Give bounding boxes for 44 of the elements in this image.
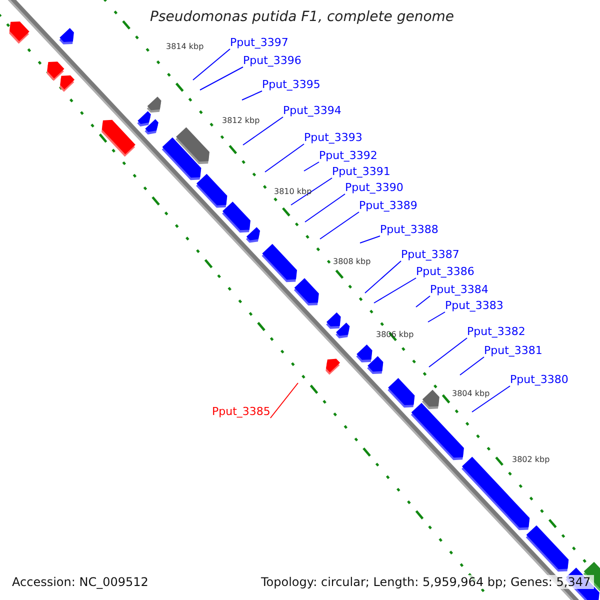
gene-label: Pput_3395 [262, 78, 320, 91]
tick-label: 3812 kbp [222, 117, 260, 125]
tick-label: 3802 kbp [512, 456, 550, 464]
gene-label: Pput_3390 [345, 181, 404, 194]
gene-label: Pput_3394 [283, 104, 342, 117]
leader-line [242, 116, 284, 146]
gene-label: Pput_3393 [304, 131, 362, 144]
gene-label: Pput_3381 [484, 344, 542, 357]
leader-line [416, 296, 430, 308]
gene-label: Pput_3392 [319, 149, 378, 162]
gene-label: Pput_3391 [332, 165, 390, 178]
genome-stats-text: Topology: circular; Length: 5,959,964 bp; Genes: 5,347 [258, 575, 594, 589]
gene-label: Pput_3383 [445, 299, 504, 312]
leader-line [290, 178, 332, 206]
leader-line [200, 66, 244, 90]
leader-line [374, 278, 416, 304]
gene-label: Pput_3387 [401, 248, 460, 261]
gene-label: Pput_3384 [430, 283, 488, 296]
gene-label: Pput_3385 [212, 405, 270, 418]
leader-line [360, 236, 380, 244]
gene-label: Pput_3397 [230, 36, 288, 49]
leader-line [428, 312, 446, 322]
leader-line [472, 386, 510, 412]
leader-line [264, 144, 304, 172]
gene-label: Pput_3389 [359, 199, 418, 212]
title: Pseudomonas putida F1, complete genome [150, 10, 454, 24]
gene-label: Pput_3396 [243, 54, 302, 67]
leader-line [270, 382, 298, 418]
gene-label: Pput_3386 [416, 265, 474, 278]
leader-line [304, 194, 346, 222]
gene-label: Pput_3388 [380, 223, 438, 236]
gene-label: Pput_3380 [510, 373, 568, 386]
tick-label: 3814 kbp [166, 43, 204, 51]
leader-line [428, 338, 468, 368]
leader-line [320, 212, 360, 240]
tick-label: 3808 kbp [333, 258, 371, 266]
gene-label: Pput_3382 [467, 325, 526, 338]
tick-label: 3804 kbp [452, 390, 490, 398]
leader-line [242, 90, 262, 100]
tick-label: 3810 kbp [274, 188, 312, 196]
leader-line [364, 260, 402, 294]
leader-line [304, 162, 320, 172]
leader-line [192, 48, 230, 80]
leader-line [460, 356, 484, 376]
